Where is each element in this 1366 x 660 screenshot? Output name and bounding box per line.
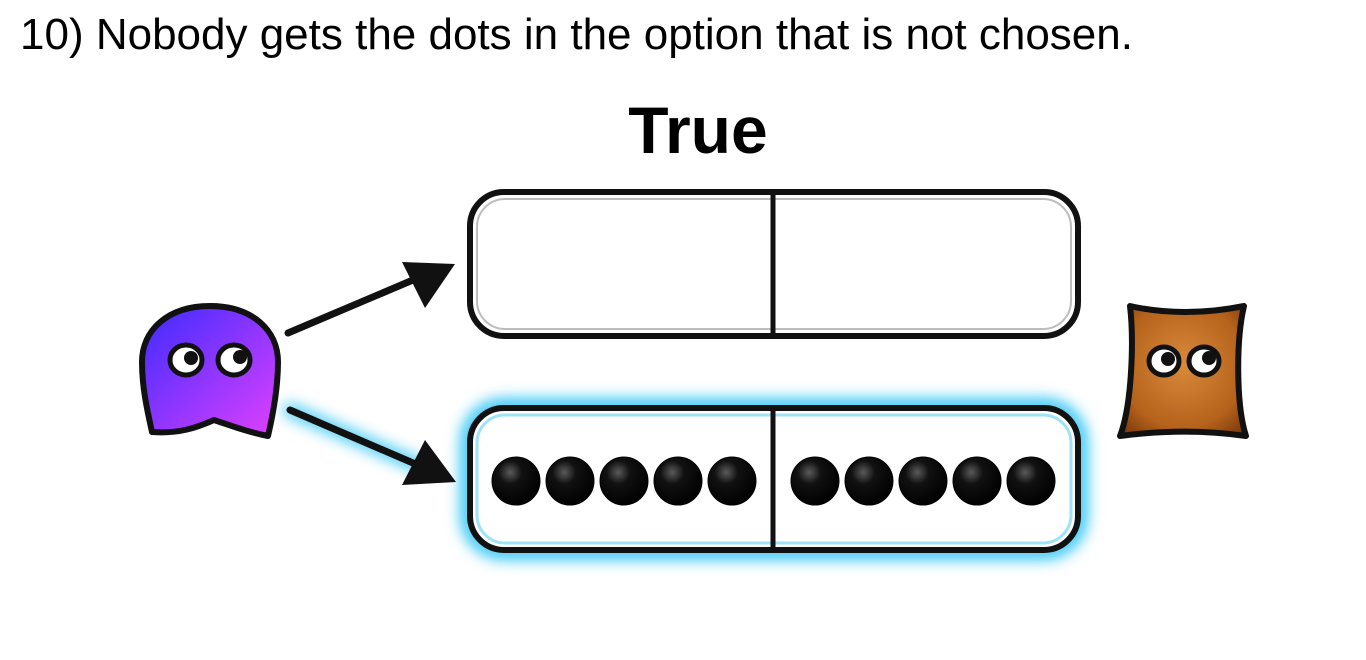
dots-group	[491, 456, 1056, 506]
arrow-to-bottom-option	[283, 403, 456, 485]
bottom-option-right-dot	[1006, 456, 1056, 506]
top-option-box	[467, 189, 1081, 339]
bottom-option-right-dot	[952, 456, 1002, 506]
bottom-option-left-dot	[707, 456, 757, 506]
bottom-option-left-dot	[491, 456, 541, 506]
bottom-option-left-dot	[653, 456, 703, 506]
bottom-option-left-dot	[545, 456, 595, 506]
arrow-to-top-option	[284, 262, 455, 337]
bottom-option-left-dot	[599, 456, 649, 506]
question-text: 10) Nobody gets the dots in the option t…	[20, 10, 1133, 59]
chooser-ghost-icon	[139, 303, 281, 439]
bottom-option-right-dot	[844, 456, 894, 506]
bottom-option-right-dot	[898, 456, 948, 506]
bottom-option-right-dot	[790, 456, 840, 506]
receiver-sack-icon	[1117, 303, 1249, 439]
verdict-label: True	[628, 93, 768, 167]
bottom-option-box	[460, 398, 1088, 560]
